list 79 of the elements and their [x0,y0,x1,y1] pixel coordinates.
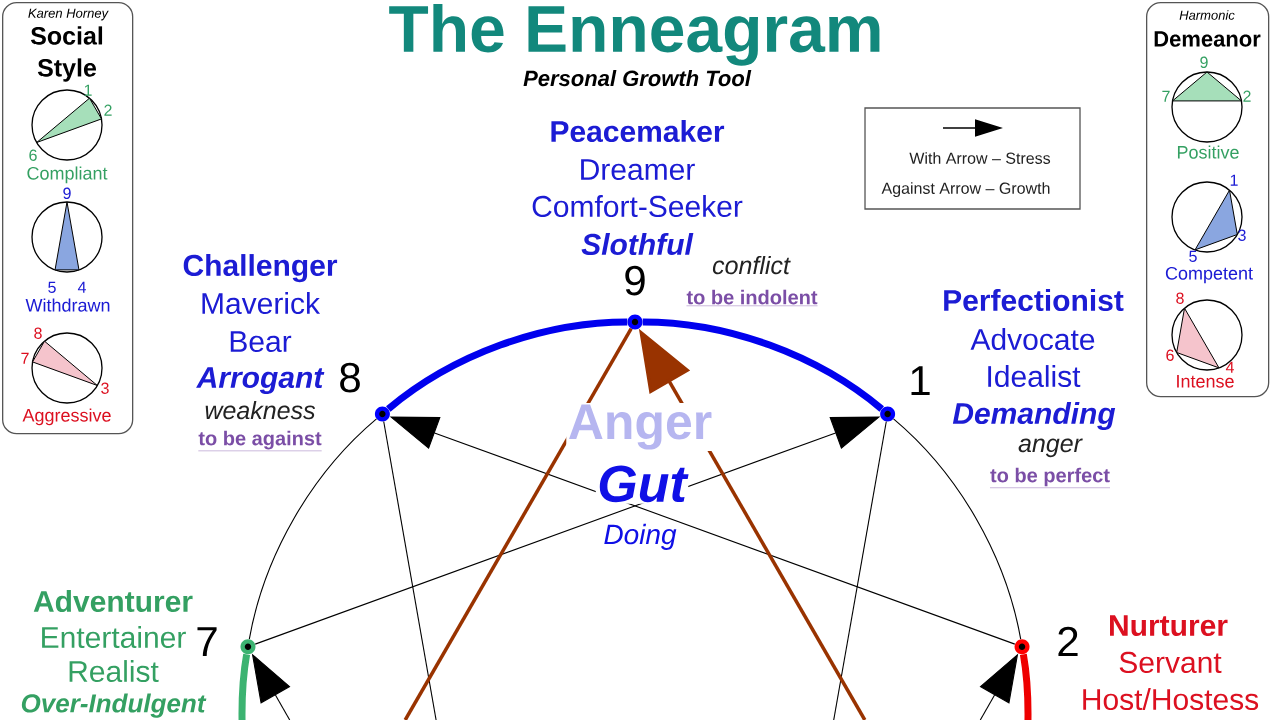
underlined-phrase: to be against [198,430,322,452]
type-alias: Entertainer [42,626,186,649]
line [403,327,633,720]
type-alias: Idealist [988,365,1081,388]
circle-arc [642,318,884,412]
passion-word: anger [1018,438,1083,458]
diagram-label: Positive [1177,145,1239,159]
type-alias: Bear [230,331,292,353]
point-number: 8 [34,327,42,339]
type-name: Nurturer [1110,615,1228,637]
circle-arc [238,653,251,720]
diagram-label: Intense [1177,375,1234,388]
diagram-label: Competent [1165,266,1253,284]
point-number: 3 [1238,229,1246,241]
point-dot [627,314,643,330]
point-number: 4 [1225,361,1234,373]
legend-text: With Arrow – Stress [909,152,1051,164]
type-alias: Servant [1119,651,1222,674]
point-number: 9 [1200,56,1208,68]
type-alias: Realist [69,660,159,683]
type-alias: Comfort-Seeker [532,195,743,218]
faded-word: Anger [566,403,714,452]
point-number: 2 [1243,90,1251,102]
passion-word: conflict [712,255,791,275]
point-number: 8 [340,362,360,393]
point-number: 2 [104,104,112,116]
diagram-label: Withdrawn [25,298,110,312]
circle-arc [1019,653,1032,720]
panel-heading: Social Style [30,26,103,82]
point-number: 7 [21,352,29,364]
point-number: 3 [101,382,109,394]
point-number: 4 [77,281,86,293]
title: The Enneagram [389,3,880,66]
point-number: 1 [1230,174,1238,186]
point-number: 6 [29,149,37,161]
passion-word: weakness [205,400,316,420]
circle-arc [386,318,628,412]
type-alias: Host/Hostess [1083,688,1259,711]
point-number: 5 [1189,250,1197,262]
panel-subtitle: Harmonic [1179,10,1235,20]
point-number: 5 [48,281,56,293]
type-name: Peacemaker [551,120,725,143]
line [383,420,437,720]
legend-text: Against Arrow – Growth [881,182,1050,198]
point-number: 1 [911,366,930,396]
vice-word: Over-Indulgent [21,693,207,718]
panel-subtitle: Karen Horney [28,8,109,21]
vice-word: Slothful [581,233,694,256]
point-number: 8 [1176,292,1184,304]
subtitle: Personal Growth Tool [523,69,752,87]
center-heading: Gut [595,463,689,504]
underlined-phrase: to be perfect [989,467,1111,488]
point-dot [240,639,256,655]
point-dot [1014,639,1030,655]
point-number: 7 [1162,90,1170,102]
circle-arc [248,418,378,640]
point-dot [880,406,896,422]
point-number: 9 [625,265,645,296]
point-number: 9 [63,187,71,199]
panel-heading: Demeanor [1154,31,1261,47]
type-alias: Dreamer [581,159,695,181]
line [833,420,887,720]
type-alias: Advocate [970,328,1095,351]
point-number: 7 [197,627,217,657]
vice-word: Demanding [952,402,1116,430]
point-dot [374,406,390,422]
type-alias: Maverick [202,292,321,315]
point-number: 6 [1166,349,1174,361]
type-name: Adventurer [33,590,193,613]
vice-word: Arrogant [196,367,325,394]
point-number: 1 [84,84,92,96]
underlined-phrase: to be indolent [686,289,818,306]
diagram-label: Aggressive [22,408,111,426]
type-name: Challenger [183,254,338,283]
center-subheading: Doing [601,522,679,552]
type-name: Perfectionist [944,289,1124,312]
circle-arc [892,418,1022,640]
diagram-label: Compliant [27,166,108,184]
point-number: 2 [1058,626,1078,657]
